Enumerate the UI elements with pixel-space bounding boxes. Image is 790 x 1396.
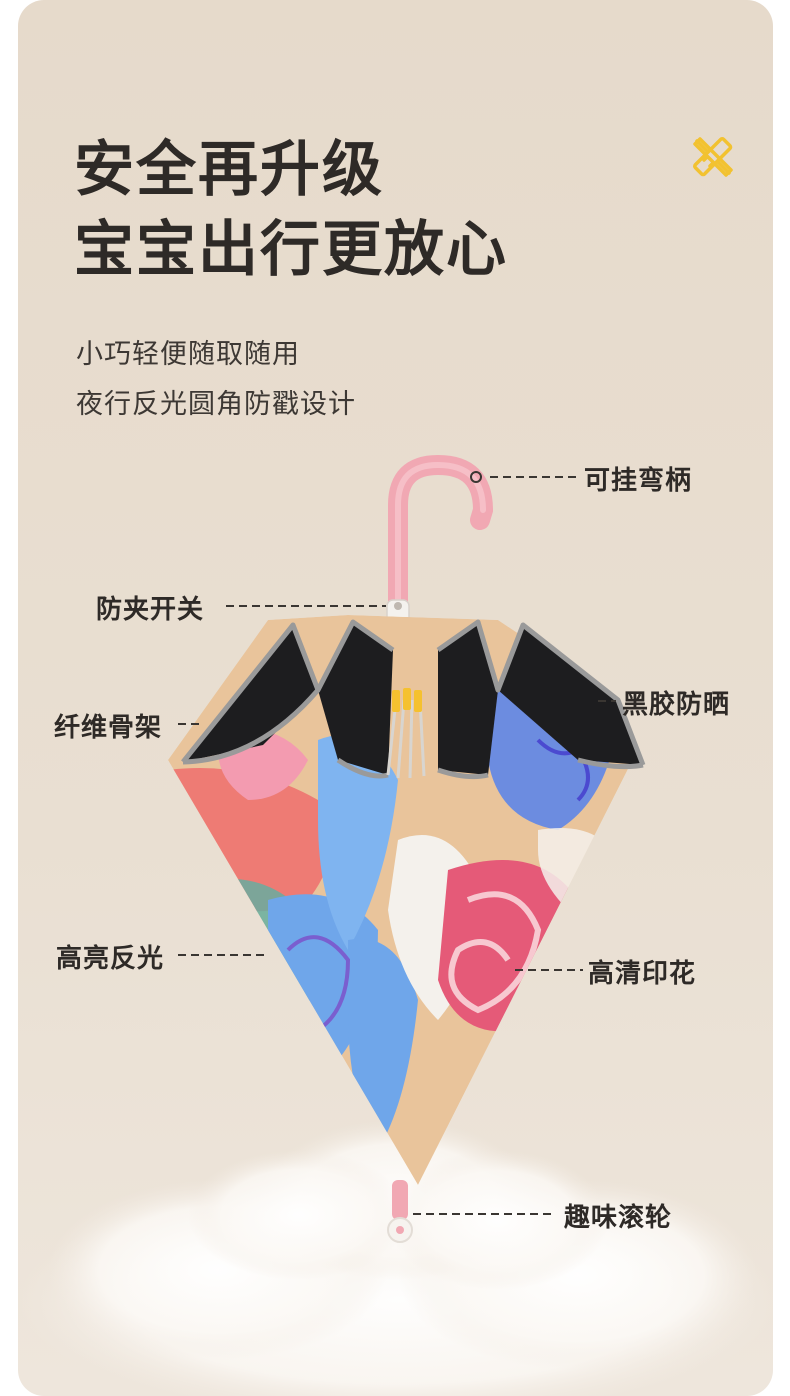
black-coating [183,622,643,775]
subtitle-line-2: 夜行反光圆角防戳设计 [76,389,356,420]
headline-line-1: 安全再升级 [74,135,384,205]
umbrella-illustration [18,454,773,1396]
reflective-trim [181,619,646,780]
cloud-base [18,1120,773,1396]
headline-line-2: 宝宝出行更放心 [74,215,508,285]
label-reflective: 高亮反光 [56,944,165,974]
hook-handle [388,454,494,625]
label-wheel: 趣味滚轮 [564,1203,673,1233]
subtitle: 小巧轻便随取随用 夜行反光圆角防戳设计 [76,330,356,430]
fiber-frame [386,688,426,779]
headline: 安全再升级 宝宝出行更放心 [74,130,508,290]
label-black-coating: 黑胶防晒 [622,690,731,720]
ruler-pencil-icon [692,136,733,177]
label-hook-handle: 可挂弯柄 [584,466,693,496]
product-card: 安全再升级 宝宝出行更放心 小巧轻便随取随用 夜行反光圆角防戳设计 [18,0,773,1396]
label-fiber-frame: 纤维骨架 [54,713,163,743]
label-hd-print: 高清印花 [588,959,697,989]
subtitle-line-1: 小巧轻便随取随用 [76,339,300,370]
label-anti-pinch: 防夹开关 [96,595,205,625]
fun-wheel [392,1180,408,1220]
